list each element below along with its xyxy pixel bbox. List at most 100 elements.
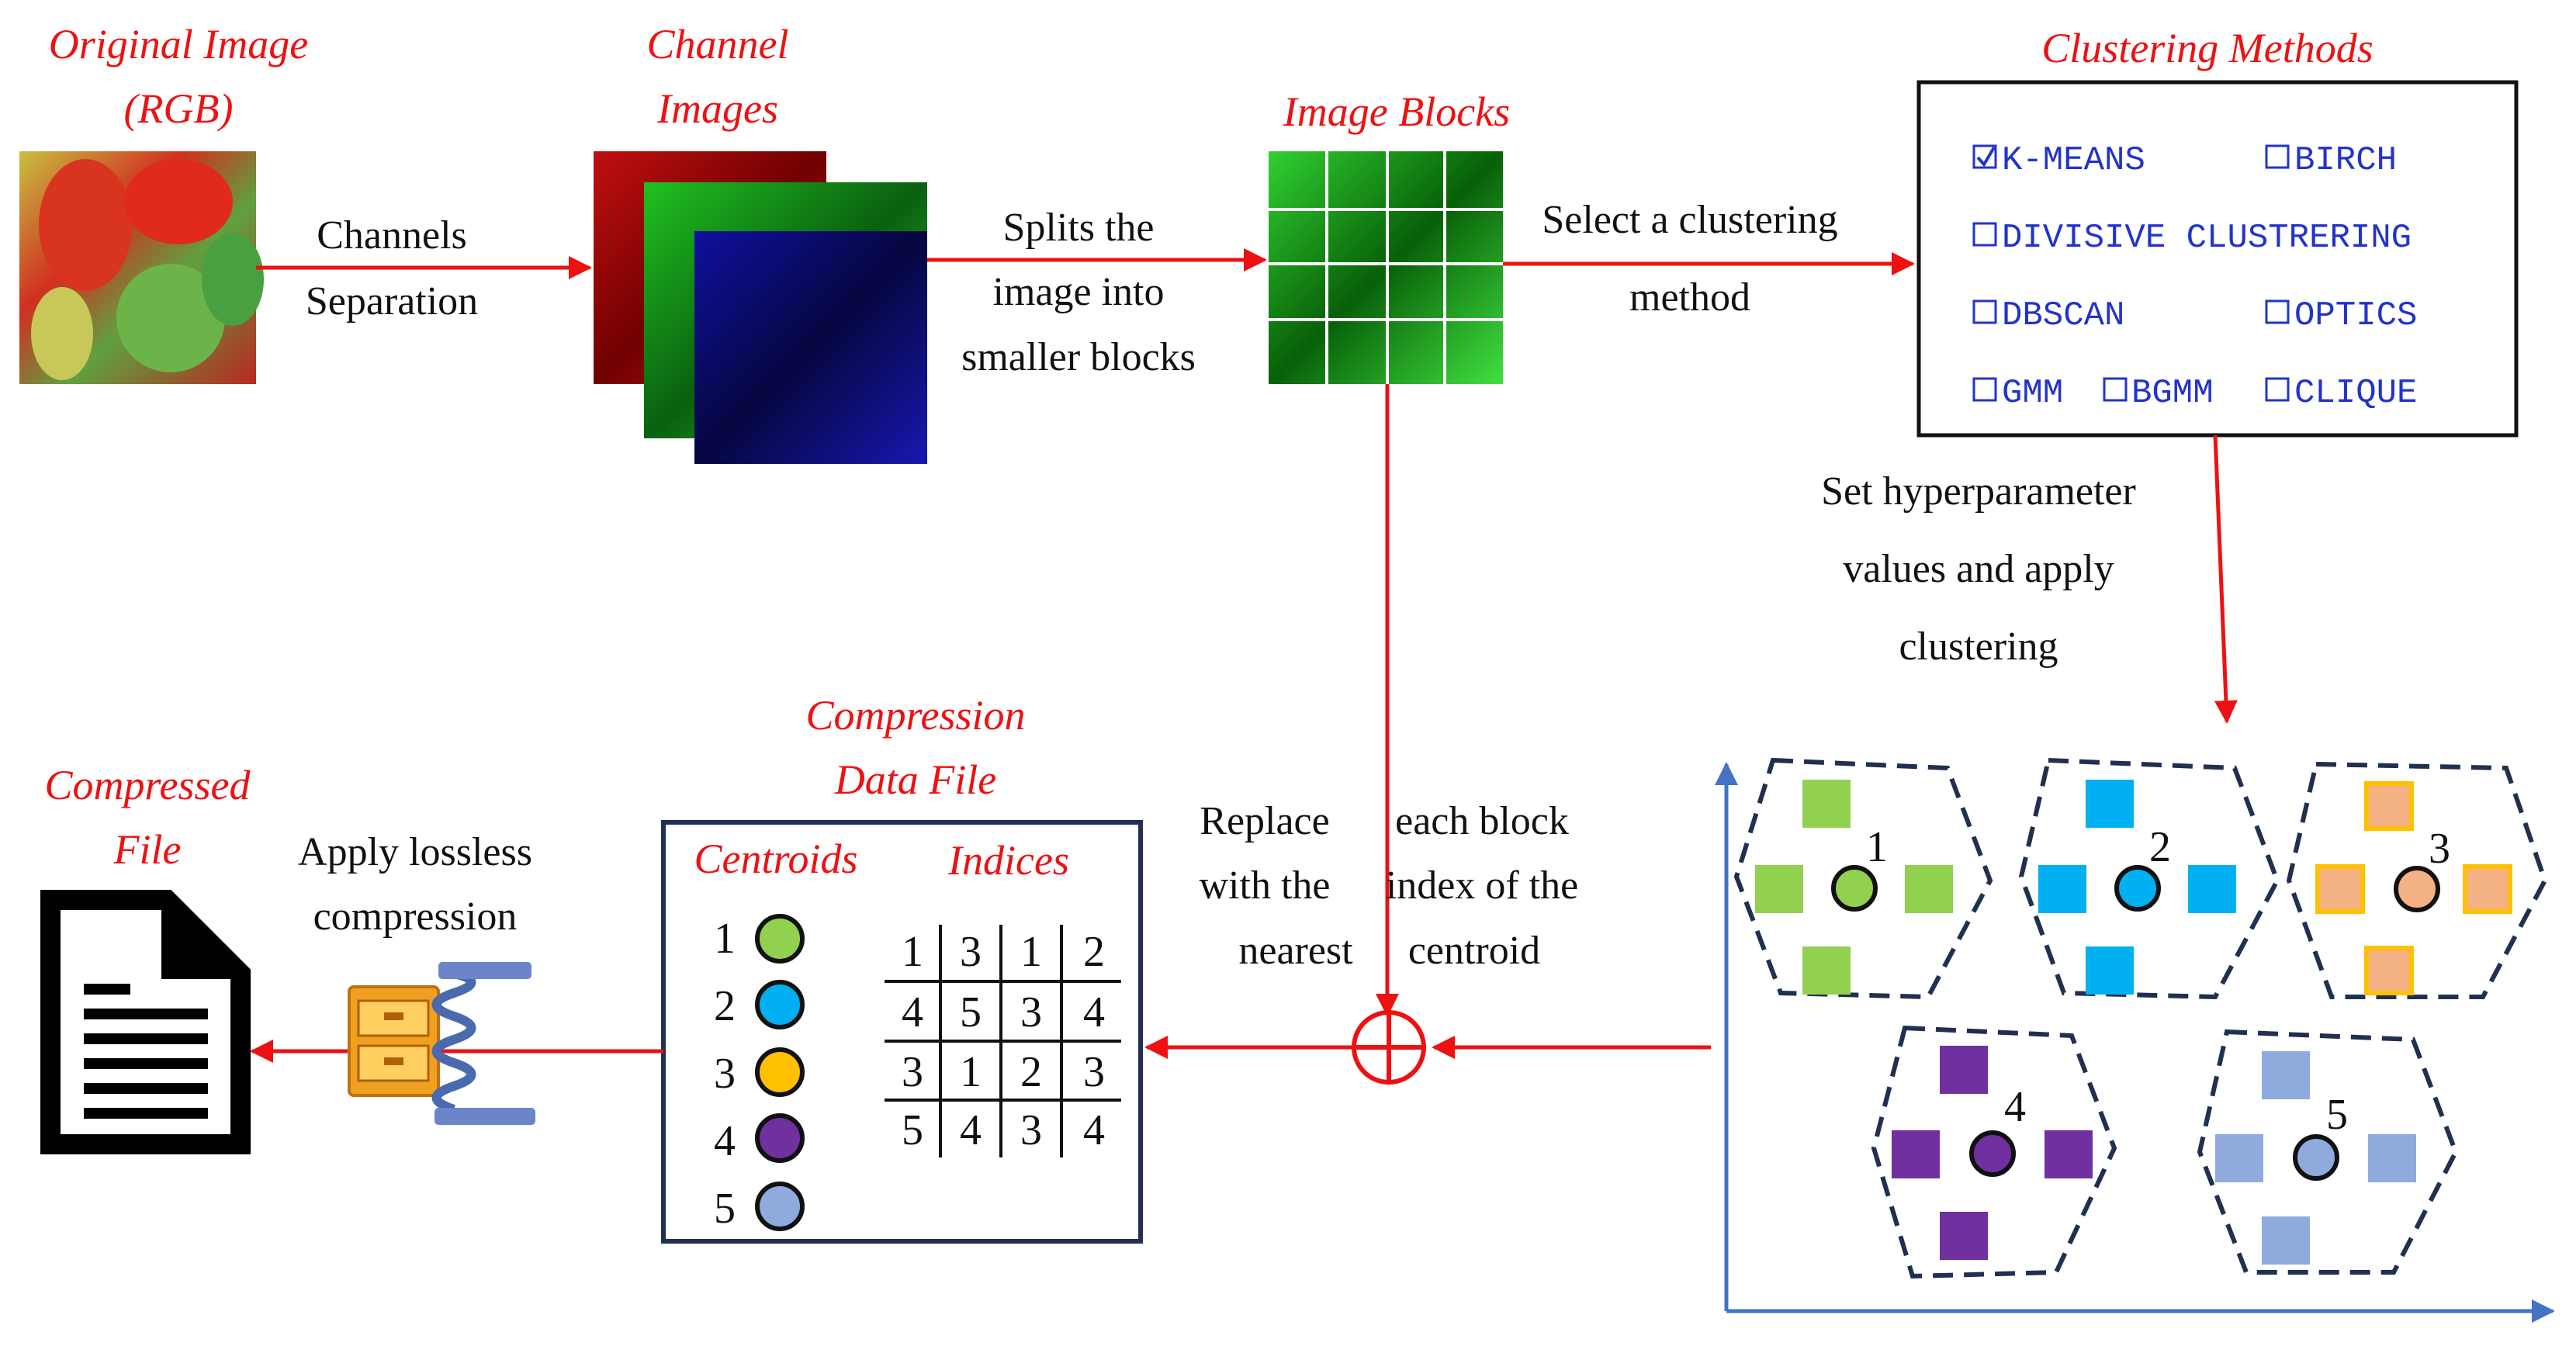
split-label-2: image into xyxy=(993,270,1165,314)
channel-images-title: Channel xyxy=(647,21,789,67)
index-cell: 2 xyxy=(1083,928,1105,976)
option-label-birch: BIRCH xyxy=(2294,141,2397,180)
split-label-1: Splits the xyxy=(1002,206,1154,250)
original-image-subtitle: (RGB) xyxy=(124,85,234,132)
clustering-methods-title: Clustering Methods xyxy=(2041,25,2373,71)
select-method-label-2: method xyxy=(1629,275,1750,320)
checkbox-optics[interactable] xyxy=(2265,299,2290,324)
arrow-apply-clustering xyxy=(2213,434,2238,724)
index-cell: 1 xyxy=(1020,928,1042,976)
option-dbscan[interactable]: DBSCAN xyxy=(1972,296,2124,335)
option-label-optics: OPTICS xyxy=(2294,296,2417,335)
cluster-label-2: 2 xyxy=(2149,823,2171,871)
clustering-options: K-MEANS BIRCH DIVISIVE CLUSTRERING DBSCA… xyxy=(1972,141,2417,413)
cluster-2: 2 xyxy=(2018,757,2280,1000)
option-birch[interactable]: BIRCH xyxy=(2265,141,2397,180)
index-cell: 3 xyxy=(960,928,982,976)
centroid-1 xyxy=(1831,865,1878,912)
hyper-label-2: values and apply xyxy=(1843,547,2114,591)
option-bgmm[interactable]: BGMM xyxy=(2103,374,2214,413)
compressed-file-title: Compressed xyxy=(45,762,251,808)
centroid-2 xyxy=(2114,865,2161,912)
cluster-label-4: 4 xyxy=(2004,1083,2026,1131)
checkbox-divisive[interactable] xyxy=(1972,222,1997,247)
centroid-label-3: 3 xyxy=(714,1050,736,1098)
replace-label-left-2: with the xyxy=(1200,863,1331,908)
centroid-4 xyxy=(1969,1130,2016,1177)
centroid-swatch-5 xyxy=(755,1182,805,1231)
lossless-label-1: Apply lossless xyxy=(298,830,532,874)
cluster-3: 3 xyxy=(2286,761,2548,999)
index-cell: 1 xyxy=(902,928,923,976)
index-cell: 3 xyxy=(902,1048,923,1096)
cluster-label-5: 5 xyxy=(2326,1091,2348,1139)
image-blocks-title: Image Blocks xyxy=(1283,88,1510,135)
index-cell: 4 xyxy=(1083,1106,1105,1154)
replace-label-left-1: Replace xyxy=(1200,799,1329,843)
option-optics[interactable]: OPTICS xyxy=(2265,296,2417,335)
centroid-swatch-3 xyxy=(755,1047,805,1097)
centroid-label-1: 1 xyxy=(714,915,736,963)
option-kmeans[interactable]: K-MEANS xyxy=(1972,141,2145,180)
cluster-1: 1 xyxy=(1733,757,1993,1000)
replace-label-right-2: index of the xyxy=(1386,863,1578,908)
channel-images-subtitle: Images xyxy=(656,85,778,132)
centroid-label-5: 5 xyxy=(714,1185,736,1233)
document-icon xyxy=(40,890,251,1154)
lossless-label-2: compression xyxy=(313,894,518,939)
channels-separation-label-2: Separation xyxy=(306,279,478,324)
centroid-label-4: 4 xyxy=(714,1117,736,1165)
option-label-gmm: GMM xyxy=(2002,374,2063,413)
index-cell: 2 xyxy=(1020,1048,1042,1096)
archive-compress-icon xyxy=(348,962,535,1125)
centroid-label-2: 2 xyxy=(714,982,736,1030)
option-label-divisive: DIVISIVE CLUSTRERING xyxy=(2002,219,2412,258)
original-rgb-image xyxy=(19,151,264,384)
cluster-5: 5 xyxy=(2197,1029,2459,1275)
blue-channel-image xyxy=(694,231,927,464)
checkbox-clique[interactable] xyxy=(2265,377,2290,402)
centroid-list: 1 2 3 4 5 xyxy=(714,914,805,1233)
indices-table: 1 3 1 2 4 5 3 4 3 1 2 3 5 4 3 4 xyxy=(885,925,1121,1157)
replace-label-right-1: each block xyxy=(1395,799,1569,843)
replace-label-right-3: centroid xyxy=(1408,929,1540,973)
indices-header: Indices xyxy=(947,837,1069,884)
index-cell: 4 xyxy=(960,1106,982,1154)
compression-datafile-subtitle: Data File xyxy=(834,756,996,803)
index-cell: 4 xyxy=(902,988,923,1036)
index-cell: 3 xyxy=(1020,988,1042,1036)
cluster-label-3: 3 xyxy=(2429,825,2450,873)
index-cell: 5 xyxy=(960,988,982,1036)
centroid-swatch-1 xyxy=(755,914,805,964)
checkbox-bgmm[interactable] xyxy=(2103,377,2128,402)
checkbox-kmeans[interactable] xyxy=(1972,144,1997,169)
centroid-3 xyxy=(2394,866,2440,912)
centroid-swatch-4 xyxy=(755,1113,805,1163)
option-divisive[interactable]: DIVISIVE CLUSTRERING xyxy=(1972,219,2412,258)
checkmark-icon xyxy=(1976,146,1996,168)
option-gmm[interactable]: GMM xyxy=(1972,374,2063,413)
hyper-label-1: Set hyperparameter xyxy=(1821,469,2136,514)
compression-datafile-title: Compression xyxy=(805,692,1025,739)
option-label-bgmm: BGMM xyxy=(2131,374,2214,413)
checkbox-dbscan[interactable] xyxy=(1972,299,1997,324)
split-label-3: smaller blocks xyxy=(961,335,1196,379)
compressed-file-subtitle: File xyxy=(113,826,182,873)
centroid-5 xyxy=(2293,1134,2339,1181)
checkbox-gmm[interactable] xyxy=(1972,377,1997,402)
index-cell: 3 xyxy=(1083,1048,1105,1096)
index-cell: 1 xyxy=(960,1048,982,1096)
index-cell: 5 xyxy=(902,1106,923,1154)
index-cell: 3 xyxy=(1020,1106,1042,1154)
clustering-methods-box xyxy=(1916,80,2519,438)
option-clique[interactable]: CLIQUE xyxy=(2265,374,2417,413)
select-method-label-1: Select a clustering xyxy=(1542,198,1837,242)
index-cell: 4 xyxy=(1083,988,1105,1036)
cluster-plot: 1 2 3 4 xyxy=(1715,757,2555,1323)
centroid-swatch-2 xyxy=(755,980,805,1029)
option-label-clique: CLIQUE xyxy=(2294,374,2417,413)
image-blocks-grid xyxy=(1269,151,1503,384)
checkbox-birch[interactable] xyxy=(2265,144,2290,169)
cluster-label-1: 1 xyxy=(1866,823,1888,871)
